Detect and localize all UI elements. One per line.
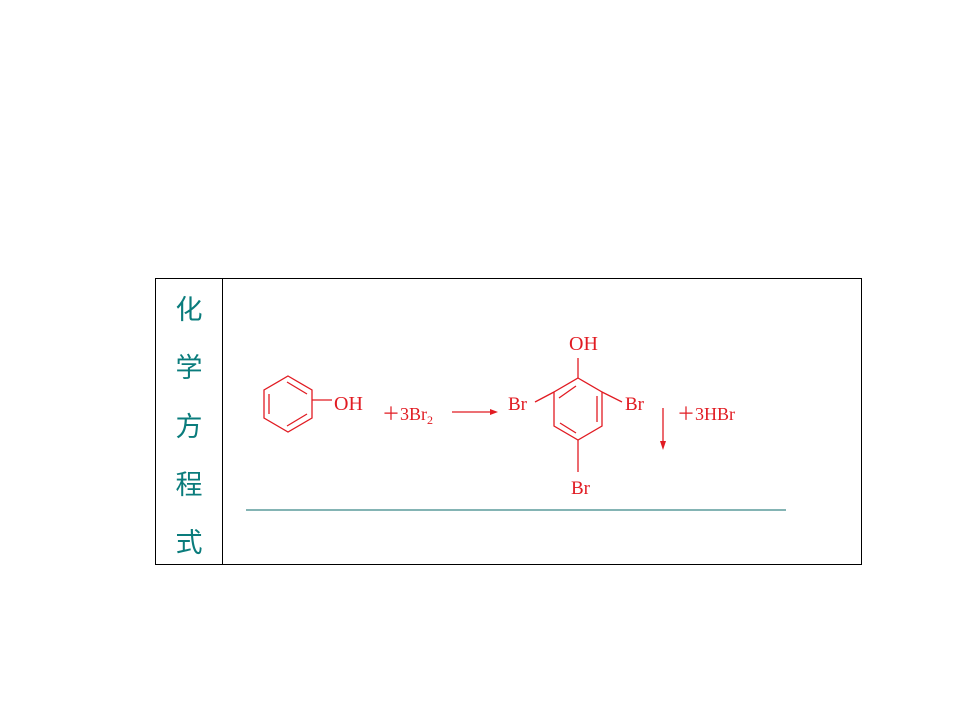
label-char-shi: 式: [175, 528, 203, 559]
precipitate-arrow-head: [660, 441, 666, 450]
label-char-cheng: 程: [175, 470, 203, 501]
label-cell: 化 学 方 程 式: [156, 279, 223, 564]
label-char-xue: 学: [175, 353, 203, 384]
phenol-ring: [263, 375, 313, 433]
reagent-subscript: 2: [427, 413, 433, 427]
label-char-fang: 方: [175, 412, 203, 443]
phenol-inner-bond-3: [286, 413, 308, 427]
product-inner-bond-2: [558, 385, 577, 399]
phenol-inner-bond-1: [286, 381, 308, 395]
phenol-oh-label: OH: [334, 393, 363, 415]
equation-table: 化 学 方 程 式: [155, 278, 862, 565]
product-br-right-label: Br: [625, 394, 645, 415]
product-br-bottom-label: Br: [571, 478, 591, 499]
reagent-prefix: ＋3Br: [382, 404, 427, 424]
product-oh-label: OH: [569, 333, 598, 355]
product-br-left-bond: [534, 391, 555, 403]
reaction-arrow-head: [490, 409, 498, 415]
product-inner-bond-3: [559, 422, 577, 434]
byproduct-label: ＋3HBr: [677, 404, 735, 424]
label-char-hua: 化: [175, 295, 203, 326]
reagent-label: ＋3Br2: [382, 404, 433, 427]
product-br-left-label: Br: [508, 394, 528, 415]
product-br-right-bond: [601, 391, 623, 403]
product-ring: [553, 377, 603, 441]
